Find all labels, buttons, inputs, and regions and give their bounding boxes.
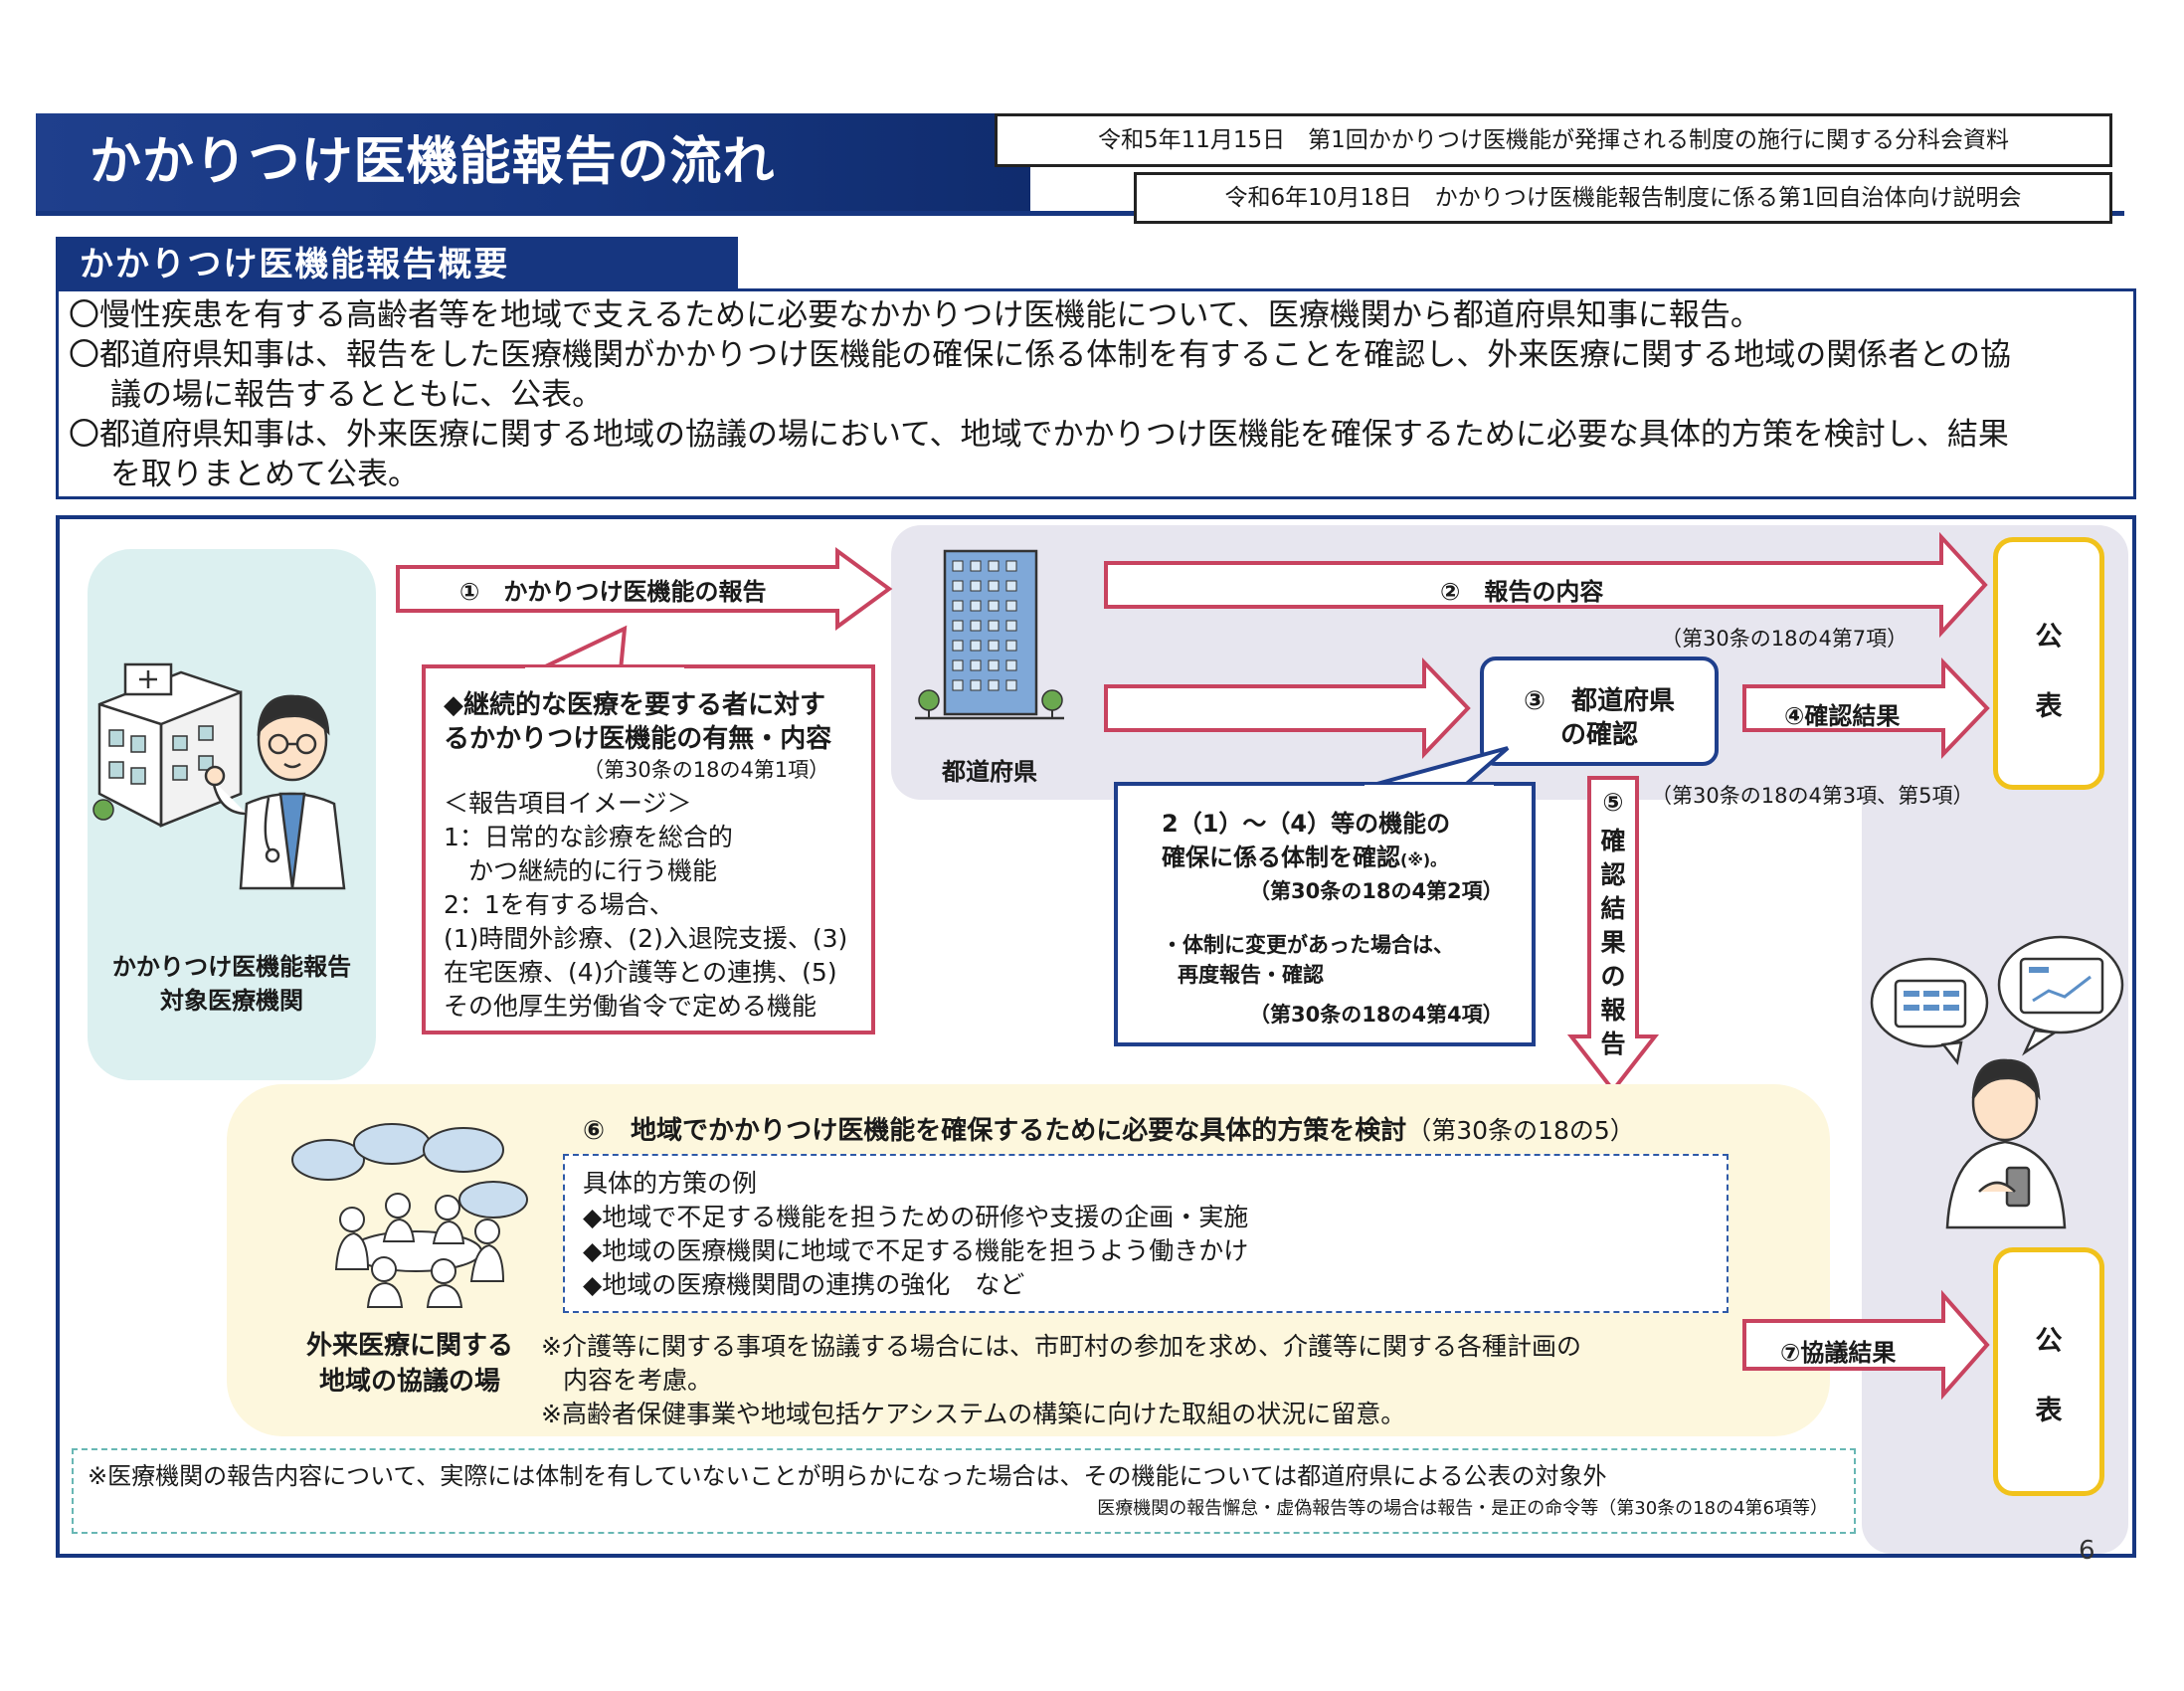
- meta-line-1: 令和5年11月15日 第1回かかりつけ医機能が発揮される制度の施行に関する分科会…: [1097, 127, 2010, 153]
- arrow-5-char-8: 告: [1600, 1030, 1626, 1058]
- footnote-line-1: ※医療機関の報告内容について、実際には体制を有していないことが明らかになった場合…: [88, 1462, 1607, 1490]
- prefecture-label: 都道府県: [942, 758, 1037, 786]
- arrow-2-ref: （第30条の18の4第7項）: [1661, 627, 1909, 651]
- arrow-5-char-4: 結: [1600, 894, 1626, 923]
- section-band: [56, 237, 738, 292]
- confirm-detail-ref-2: （第30条の18の4第4項）: [1249, 1003, 1504, 1027]
- summary-line-4: 〇都道府県知事は、外来医療に関する地域の協議の場において、地域でかかりつけ医機能…: [69, 417, 2009, 453]
- meta-line-2: 令和6年10月18日 かかりつけ医機能報告制度に係る第1回自治体向け説明会: [1224, 185, 2022, 211]
- title-underline: [36, 211, 2124, 216]
- arrow-5-char-6: の: [1600, 962, 1626, 991]
- arrow-4: [1742, 658, 1990, 759]
- example-2: ◆地域の医療機関に地域で不足する機能を担うよう働きかけ: [583, 1236, 1249, 1265]
- publish-char-1: 公: [2035, 622, 2063, 653]
- council-heading-ref: （第30条の18の5）: [1406, 1116, 1635, 1145]
- confirm-detail-2-text: 確保に係る体制を確認: [1162, 844, 1400, 871]
- publish2-char-1: 公: [2035, 1326, 2063, 1357]
- confirm-detail-1: 2（1）～（4）等の機能の: [1162, 810, 1451, 838]
- example-1: ◆地域で不足する機能を担うための研修や支援の企画・実施: [583, 1203, 1249, 1231]
- arrow-2: [1104, 531, 1988, 639]
- council-note-1b: 内容を考慮。: [563, 1366, 713, 1395]
- council-note-1a: ※介護等に関する事項を協議する場合には、市町村の参加を求め、介護等に関する各種計…: [541, 1332, 1581, 1361]
- meta-box-2: 令和6年10月18日 かかりつけ医機能報告制度に係る第1回自治体向け説明会: [1134, 172, 2112, 224]
- summary-line-2: 〇都道府県知事は、報告をした医療機関がかかりつけ医機能の確保に係る体制を有するこ…: [69, 337, 2011, 373]
- report-image-title: ＜報告項目イメージ＞: [444, 789, 692, 818]
- page-number: 6: [2079, 1536, 2095, 1566]
- council-note-2: ※高齢者保健事業や地域包括ケアシステムの構築に向けた取組の状況に留意。: [541, 1400, 1406, 1428]
- arrow-1-label: ① かかりつけ医機能の報告: [459, 578, 767, 606]
- confirm-detail-2-note: (※)。: [1400, 850, 1447, 869]
- report-item-2b: (1)時間外診療、(2)入退院支援、(3): [444, 924, 848, 953]
- arrow-5-char-3: 認: [1600, 860, 1626, 889]
- summary-box: 〇慢性疾患を有する高齢者等を地域で支えるために必要なかかりつけ医機能について、医…: [56, 288, 2136, 499]
- summary-line-3: 議の場に報告するとともに、公表。: [110, 377, 604, 413]
- arrow-5-char-1: ⑤: [1602, 788, 1624, 817]
- confirm-detail-4: 再度報告・確認: [1178, 963, 1324, 987]
- publish-box-2: [1993, 1247, 2104, 1496]
- publish2-char-2: 表: [2035, 1396, 2063, 1426]
- arrow-5-char-5: 果: [1600, 928, 1626, 957]
- report-items-box: [422, 664, 875, 1034]
- report-item-1a: 1：日常的な診療を総合的: [444, 823, 733, 851]
- meeting-icon: [291, 1123, 528, 1308]
- summary-line-5: を取りまとめて公表。: [110, 457, 419, 492]
- arrow-7: [1742, 1289, 1990, 1401]
- footnote-line-2: 医療機関の報告懈怠・虚偽報告等の場合は報告・是正の命令等（第30条の18の4第6…: [1097, 1498, 1828, 1519]
- council-label-1: 外来医療に関する: [305, 1331, 513, 1361]
- council-heading: ⑥ 地域でかかりつけ医機能を確保するために必要な具体的方策を検討（第30条の18…: [583, 1110, 1635, 1147]
- confirm-label-2: の確認: [1559, 720, 1638, 750]
- council-heading-text: ⑥ 地域でかかりつけ医機能を確保するために必要な具体的方策を検討: [583, 1116, 1407, 1146]
- arrow-4-ref: （第30条の18の4第3項、第5項）: [1651, 784, 1974, 808]
- confirm-label-1: ③ 都道府県: [1523, 686, 1675, 716]
- arrow-4-label: ④確認結果: [1784, 702, 1901, 730]
- confirm-detail-2: 確保に係る体制を確認(※)。: [1162, 838, 1446, 872]
- report-item-2c: 在宅医療、(4)介護等との連携、(5): [444, 958, 837, 987]
- report-item-2a: 2：1を有する場合、: [444, 890, 674, 919]
- title-band: [36, 113, 1030, 215]
- footnote-box: [72, 1448, 1856, 1534]
- council-label-2: 地域の協議の場: [318, 1367, 500, 1397]
- publish-box-1: [1993, 537, 2104, 790]
- arrow-1: [396, 547, 893, 631]
- public-person-icon: [1870, 935, 2124, 1229]
- summary-line-1: 〇慢性疾患を有する高齢者等を地域で支えるために必要なかかりつけ医機能について、医…: [69, 297, 1761, 333]
- publish-char-2: 表: [2035, 691, 2063, 722]
- prefecture-building-icon: [915, 549, 1064, 720]
- meta-box-1: 令和5年11月15日 第1回かかりつけ医機能が発揮される制度の施行に関する分科会…: [995, 113, 2112, 167]
- examples-box: [563, 1154, 1729, 1313]
- report-item-1b: かつ継続的に行う機能: [444, 856, 718, 885]
- report-heading-2: るかかりつけ医機能の有無・内容: [444, 724, 832, 754]
- institution-label-2: 対象医療機関: [160, 987, 303, 1015]
- prefecture-confirm-box: [1480, 657, 1719, 766]
- section-title: かかりつけ医機能報告概要: [80, 245, 510, 284]
- confirm-detail-ref-1: （第30条の18の4第2項）: [1249, 879, 1504, 903]
- institution-label-1: かかりつけ医機能報告: [111, 953, 352, 981]
- arrow-5-char-2: 確: [1600, 827, 1626, 855]
- arrow-2-label: ② 報告の内容: [1440, 578, 1604, 606]
- example-3: ◆地域の医療機関間の連携の強化 など: [583, 1270, 1025, 1299]
- arrow-to-confirm: [1104, 658, 1471, 759]
- page-title: かかりつけ医機能報告の流れ: [90, 132, 776, 192]
- arrow-5-char-7: 報: [1600, 996, 1626, 1025]
- arrow-7-label: ⑦協議結果: [1780, 1339, 1897, 1367]
- report-ref: （第30条の18の4第1項）: [583, 758, 830, 782]
- arrow-5: [1566, 776, 1660, 1094]
- hospital-doctor-icon: [92, 662, 346, 890]
- confirm-detail-box: [1114, 782, 1536, 1046]
- confirm-detail-3: ・体制に変更があった場合は、: [1162, 933, 1454, 957]
- report-heading-1: ◆継続的な医療を要する者に対す: [444, 690, 825, 720]
- examples-title: 具体的方策の例: [583, 1169, 758, 1198]
- report-item-2d: その他厚生労働省令で定める機能: [444, 992, 818, 1021]
